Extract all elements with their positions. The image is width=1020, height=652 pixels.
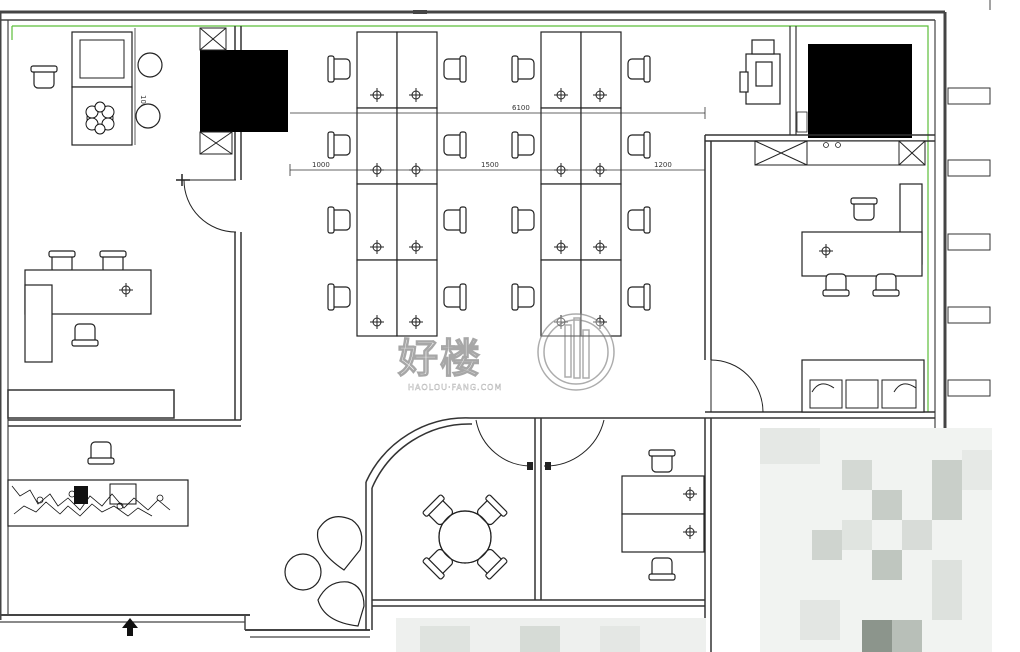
watermark-emblem-icon <box>537 313 615 391</box>
manager-chair <box>850 197 878 221</box>
workstation-cluster-left <box>356 31 438 337</box>
office-chair <box>648 557 676 581</box>
guest-chair <box>822 273 850 297</box>
watermark-subtitle: HAOLOU·FANG.COM <box>408 383 502 392</box>
meeting-table <box>421 493 509 581</box>
wall-marker <box>413 10 427 14</box>
green-outline <box>11 25 929 412</box>
door-stop <box>545 462 551 470</box>
window-ledges <box>947 87 991 397</box>
structural-column <box>808 44 912 138</box>
right-office-door <box>710 359 764 413</box>
lounge-chairs <box>284 516 365 627</box>
reception-chair <box>87 441 115 465</box>
structural-column <box>200 50 288 132</box>
sofa <box>801 359 925 413</box>
reception-ornament <box>109 483 137 505</box>
dim-top-span: 6100 <box>512 104 530 112</box>
dim-mid-gap: 1500 <box>481 161 499 169</box>
blurred-region-bottom <box>396 618 706 652</box>
watermark-logo: 好楼 HAOLOU·FANG.COM <box>396 313 615 392</box>
outer-walls <box>0 0 991 638</box>
copier-icon <box>739 39 781 105</box>
meeting-room-walls <box>365 417 712 652</box>
dim-cabinet-depth: 1000 <box>139 95 147 113</box>
office-chair <box>648 449 676 473</box>
blurred-region <box>760 428 992 652</box>
round-stool <box>137 52 163 78</box>
desk-return <box>24 284 53 363</box>
office-chair <box>30 65 58 89</box>
left-office-door <box>183 179 237 233</box>
round-stool <box>135 103 161 129</box>
workstation-cluster-right <box>540 31 622 337</box>
manager-chair <box>71 323 99 347</box>
switch-icon <box>796 111 808 133</box>
dim-left-gap: 1000 <box>312 161 330 169</box>
door-stop <box>527 462 533 470</box>
sofa-cushions <box>809 379 917 409</box>
manager-desk <box>801 231 923 277</box>
small-office-desks <box>621 475 705 553</box>
left-office-door-marker <box>176 174 190 186</box>
meeting-room-doors <box>475 419 605 467</box>
cabinet-top <box>79 39 125 79</box>
sink-counter <box>806 140 900 166</box>
dim-right-gap: 1200 <box>654 161 672 169</box>
reception-ornament <box>74 486 88 504</box>
entrance-arrow-icon <box>122 618 138 636</box>
plant-icon <box>85 101 115 135</box>
guest-chair <box>872 273 900 297</box>
watermark-brand: 好楼 <box>397 336 482 382</box>
